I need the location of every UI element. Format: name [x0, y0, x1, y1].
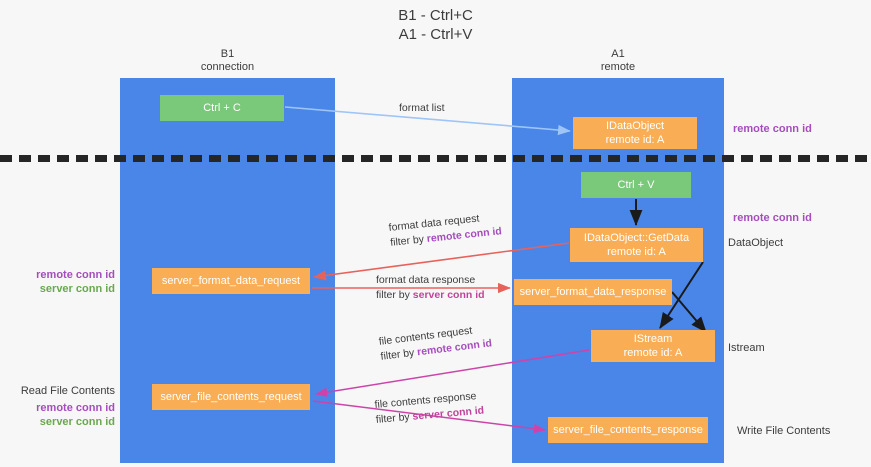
- box-istream-line2: remote id: A: [623, 347, 683, 359]
- column-header-a1-name: A1: [611, 48, 625, 60]
- annotation-write-file-contents: Write File Contents: [737, 424, 830, 438]
- phase-divider: [0, 155, 871, 162]
- box-server-format-data-request[interactable]: server_format_data_request: [152, 268, 310, 294]
- box-server-file-contents-response-label: server_file_contents_response: [553, 424, 703, 436]
- column-header-b1: B1 connection: [120, 48, 335, 74]
- box-server-file-contents-request-label: server_file_contents_request: [160, 391, 302, 403]
- annotation-istream-label: Istream: [728, 342, 765, 354]
- filter-prefix: filter by: [389, 233, 428, 249]
- column-header-a1-sub: remote: [600, 61, 636, 73]
- annotation-dataobject: DataObject: [728, 236, 783, 250]
- box-server-file-contents-request[interactable]: server_file_contents_request: [152, 384, 310, 410]
- filter-prefix: filter by: [379, 346, 418, 363]
- box-ctrl-c[interactable]: Ctrl + C: [160, 95, 284, 121]
- title-line-2: A1 - Ctrl+V: [398, 26, 473, 43]
- flow-format-list-line1: format list: [399, 102, 445, 114]
- annotation-left-remote-conn-id-2: remote conn id: [36, 402, 115, 414]
- title-line-1: B1 - Ctrl+C: [398, 7, 473, 24]
- box-istream[interactable]: IStream remote id: A: [591, 330, 715, 362]
- annotation-left-server-conn-id: server conn id: [39, 283, 115, 295]
- annotation-left-remote-conn-id: remote conn id: [36, 269, 115, 281]
- annotation-istream: Istream: [728, 341, 765, 355]
- annotation-remote-conn-id-top: remote conn id: [733, 122, 812, 136]
- annotation-left-conn-ids-middle: remote conn id server conn id: [20, 268, 115, 296]
- annotation-dataobject-label: DataObject: [728, 237, 784, 249]
- column-header-a1: A1 remote: [512, 48, 724, 74]
- annotation-read-file-contents: Read File Contents: [20, 384, 115, 398]
- box-ctrl-c-label: Ctrl + C: [203, 102, 241, 114]
- annotation-left-server-conn-id-2: server conn id: [39, 416, 115, 428]
- column-header-b1-sub: connection: [200, 61, 255, 73]
- annotation-remote-conn-id-top-label: remote conn id: [733, 123, 812, 135]
- flow-label-format-data-request: format data request filter by remote con…: [388, 209, 503, 251]
- page-title: B1 - Ctrl+C A1 - Ctrl+V: [0, 6, 871, 44]
- flow-format-data-response-filter: filter by server conn id: [376, 288, 485, 303]
- box-server-format-data-request-label: server_format_data_request: [161, 275, 301, 287]
- flow-label-file-contents-request: file contents request filter by remote c…: [378, 321, 493, 364]
- filter-key-server-conn-id: server conn id: [412, 289, 485, 301]
- flow-label-file-contents-response: file contents response filter by server …: [374, 389, 485, 428]
- box-server-format-data-response[interactable]: server_format_data_response: [514, 279, 672, 305]
- box-ctrl-v[interactable]: Ctrl + V: [581, 172, 691, 198]
- box-server-format-data-response-label: server_format_data_response: [519, 286, 667, 298]
- box-istream-line1: IStream: [633, 333, 673, 345]
- flow-label-format-data-response: format data response filter by server co…: [376, 273, 485, 303]
- annotation-remote-conn-id-mid: remote conn id: [733, 211, 812, 225]
- flow-format-data-response-line1: format data response: [376, 274, 476, 286]
- box-idataobject-getdata[interactable]: IDataObject::GetData remote id: A: [570, 228, 703, 262]
- filter-prefix: filter by: [376, 289, 413, 301]
- box-idataobject-line1: IDataObject: [605, 120, 665, 132]
- column-header-b1-name: B1: [220, 48, 235, 60]
- box-server-file-contents-response[interactable]: server_file_contents_response: [548, 417, 708, 443]
- annotation-left-conn-ids-bottom: remote conn id server conn id: [20, 401, 115, 429]
- filter-prefix: filter by: [375, 410, 414, 426]
- flow-label-format-list: format list: [399, 101, 445, 116]
- annotation-write-file-contents-label: Write File Contents: [737, 425, 831, 437]
- box-idataobject[interactable]: IDataObject remote id: A: [573, 117, 697, 149]
- box-getdata-line1: IDataObject::GetData: [583, 232, 690, 244]
- annotation-read-file-contents-label: Read File Contents: [20, 385, 115, 397]
- box-idataobject-line2: remote id: A: [605, 134, 665, 146]
- annotation-remote-conn-id-mid-label: remote conn id: [733, 212, 812, 224]
- box-getdata-line2: remote id: A: [607, 246, 666, 258]
- box-ctrl-v-label: Ctrl + V: [617, 179, 655, 191]
